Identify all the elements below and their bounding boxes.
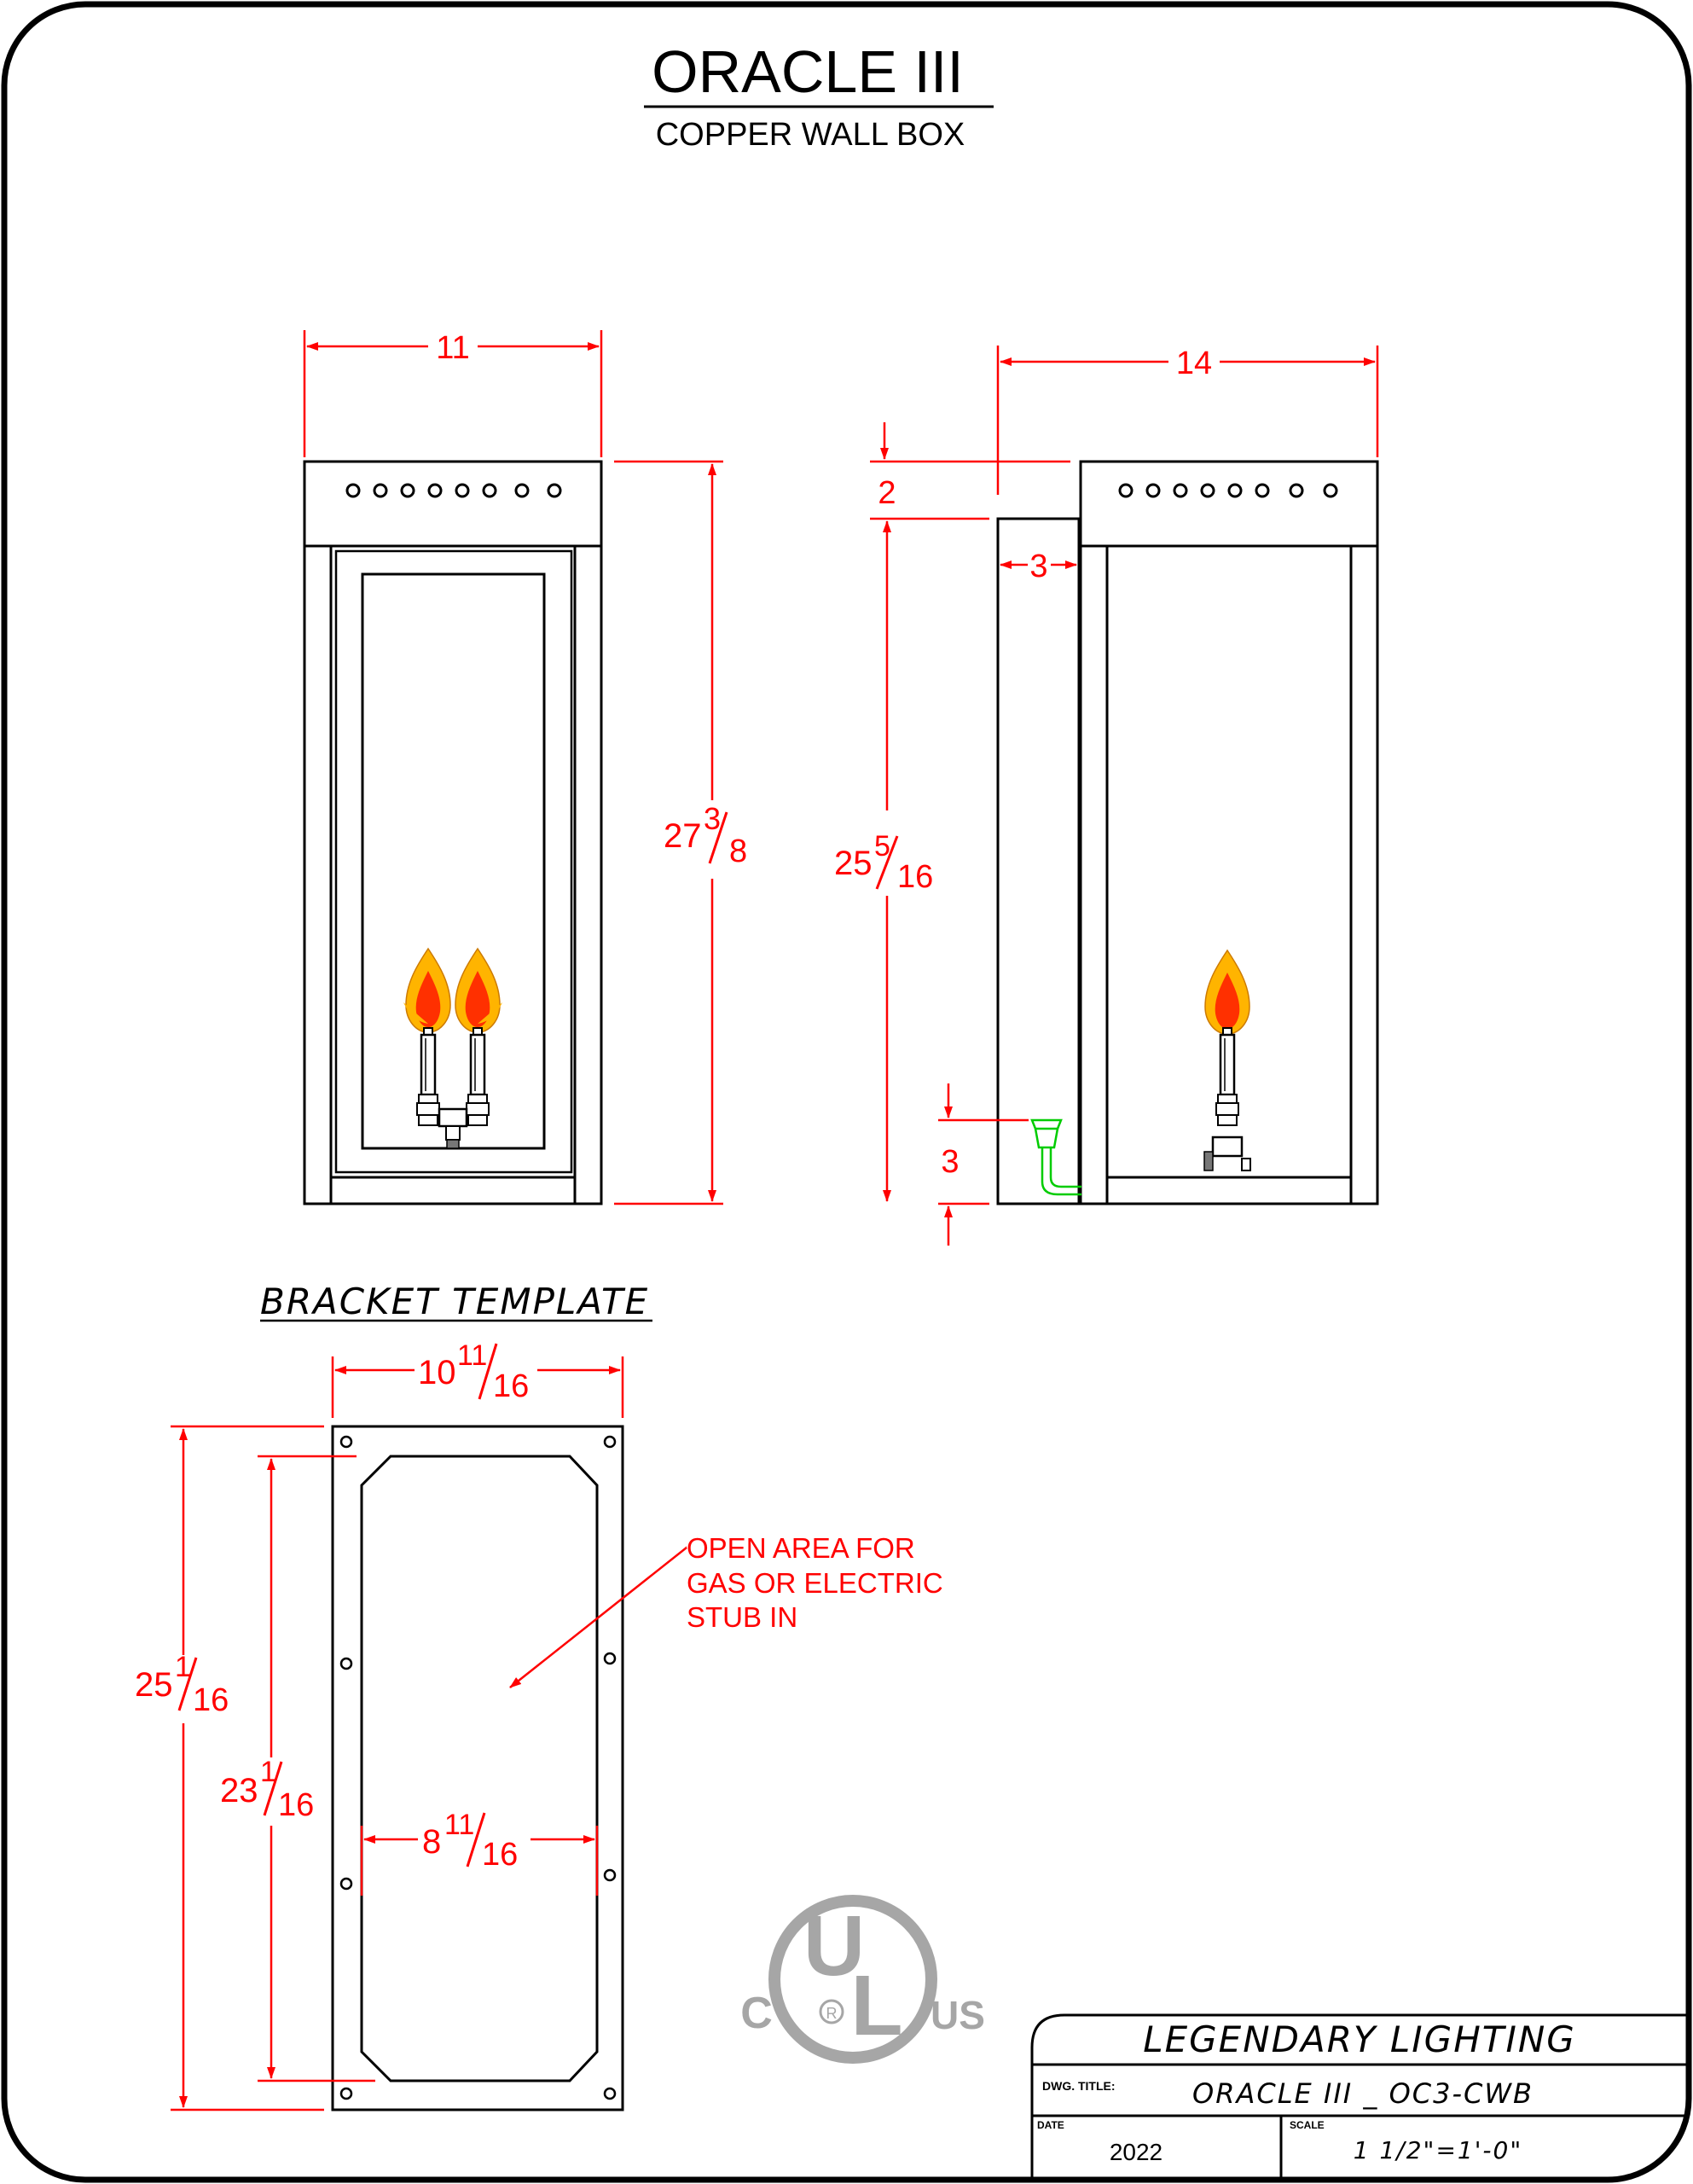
bracket-screw-holes — [339, 1435, 617, 2100]
vent-holes — [345, 483, 562, 498]
svg-text:1: 1 — [260, 1756, 276, 1788]
side-width-label: 14 — [1176, 346, 1212, 381]
svg-text:3: 3 — [704, 801, 721, 836]
bracket-heading: BRACKET TEMPLATE — [260, 1281, 649, 1322]
svg-text:GAS OR ELECTRIC: GAS OR ELECTRIC — [687, 1567, 943, 1599]
bracket-inner-width-label: 8 11 16 — [422, 1809, 518, 1873]
svg-text:U: U — [803, 1898, 865, 1994]
drawing-subtitle: COPPER WALL BOX — [656, 117, 965, 153]
bracket-inner-height-label: 23 1 16 — [220, 1756, 314, 1823]
side-view — [996, 460, 1379, 1205]
date-label: DATE — [1037, 2119, 1064, 2131]
svg-text:16: 16 — [493, 1368, 529, 1404]
svg-text:25: 25 — [834, 845, 873, 882]
svg-text:US: US — [931, 1993, 985, 2037]
svg-text:L: L — [850, 1958, 902, 2053]
svg-text:C: C — [740, 1989, 773, 2038]
svg-text:16: 16 — [278, 1787, 314, 1823]
svg-text:OPEN AREA FOR: OPEN AREA FOR — [687, 1532, 915, 1564]
bracket-open-area — [360, 1455, 599, 2082]
bracket-dimensions: 10 11 16 25 1 16 23 1 16 8 — [135, 1339, 943, 2111]
side-flame — [1203, 950, 1251, 1171]
svg-text:11: 11 — [457, 1339, 487, 1372]
front-view — [303, 460, 603, 1205]
side-vent-holes — [1118, 483, 1338, 498]
dwg-title: ORACLE III _ OC3-CWB — [1192, 2077, 1534, 2110]
side-dimensions: 14 2 3 25 5 16 3 — [834, 346, 1379, 1246]
front-height-label: 27 3 8 — [664, 801, 747, 869]
side-stub-label: 3 — [941, 1144, 959, 1180]
scale-value: 1 1/2"=1'-0" — [1354, 2136, 1522, 2164]
svg-text:8: 8 — [422, 1823, 441, 1861]
svg-text:R: R — [826, 2005, 838, 2022]
front-dimensions: 11 27 3 8 — [303, 330, 747, 1205]
side-top-offset-label: 2 — [878, 475, 896, 511]
svg-text:25: 25 — [135, 1666, 173, 1704]
front-view-body — [303, 460, 603, 1205]
open-area-note: OPEN AREA FOR GAS OR ELECTRIC STUB IN — [509, 1532, 943, 1688]
gas-stub — [1030, 1118, 1081, 1196]
bracket-plate — [331, 1425, 624, 2111]
front-flames — [403, 948, 502, 1149]
drawing-title: ORACLE III — [652, 38, 964, 105]
side-backbox — [996, 517, 1081, 1205]
ul-certification-logo: C U L R US — [740, 1895, 985, 2064]
svg-text:16: 16 — [193, 1682, 229, 1718]
svg-text:16: 16 — [897, 859, 933, 895]
side-view-body — [1079, 460, 1379, 1205]
front-width-label: 11 — [436, 330, 469, 366]
side-depth-label: 3 — [1029, 549, 1047, 584]
date-value: 2022 — [1110, 2139, 1162, 2165]
bracket-outer-height-label: 25 1 16 — [135, 1651, 229, 1718]
dwg-title-label: DWG. TITLE: — [1042, 2079, 1116, 2093]
company-name: LEGENDARY LIGHTING — [1143, 2018, 1576, 2060]
svg-text:16: 16 — [482, 1837, 518, 1873]
side-height-label: 25 5 16 — [834, 830, 933, 895]
svg-text:27: 27 — [664, 817, 702, 855]
svg-text:8: 8 — [729, 834, 747, 869]
bracket-template: BRACKET TEMPLATE — [260, 1281, 652, 2111]
svg-text:23: 23 — [220, 1772, 258, 1809]
svg-text:10: 10 — [418, 1354, 456, 1391]
scale-label: SCALE — [1290, 2119, 1325, 2131]
svg-text:1: 1 — [175, 1651, 191, 1683]
title-block: LEGENDARY LIGHTING DWG. TITLE: ORACLE II… — [1030, 2013, 1687, 2180]
svg-text:STUB IN: STUB IN — [687, 1601, 797, 1633]
bracket-width-label: 10 11 16 — [418, 1339, 529, 1404]
svg-text:5: 5 — [874, 830, 890, 863]
svg-text:11: 11 — [444, 1809, 474, 1841]
